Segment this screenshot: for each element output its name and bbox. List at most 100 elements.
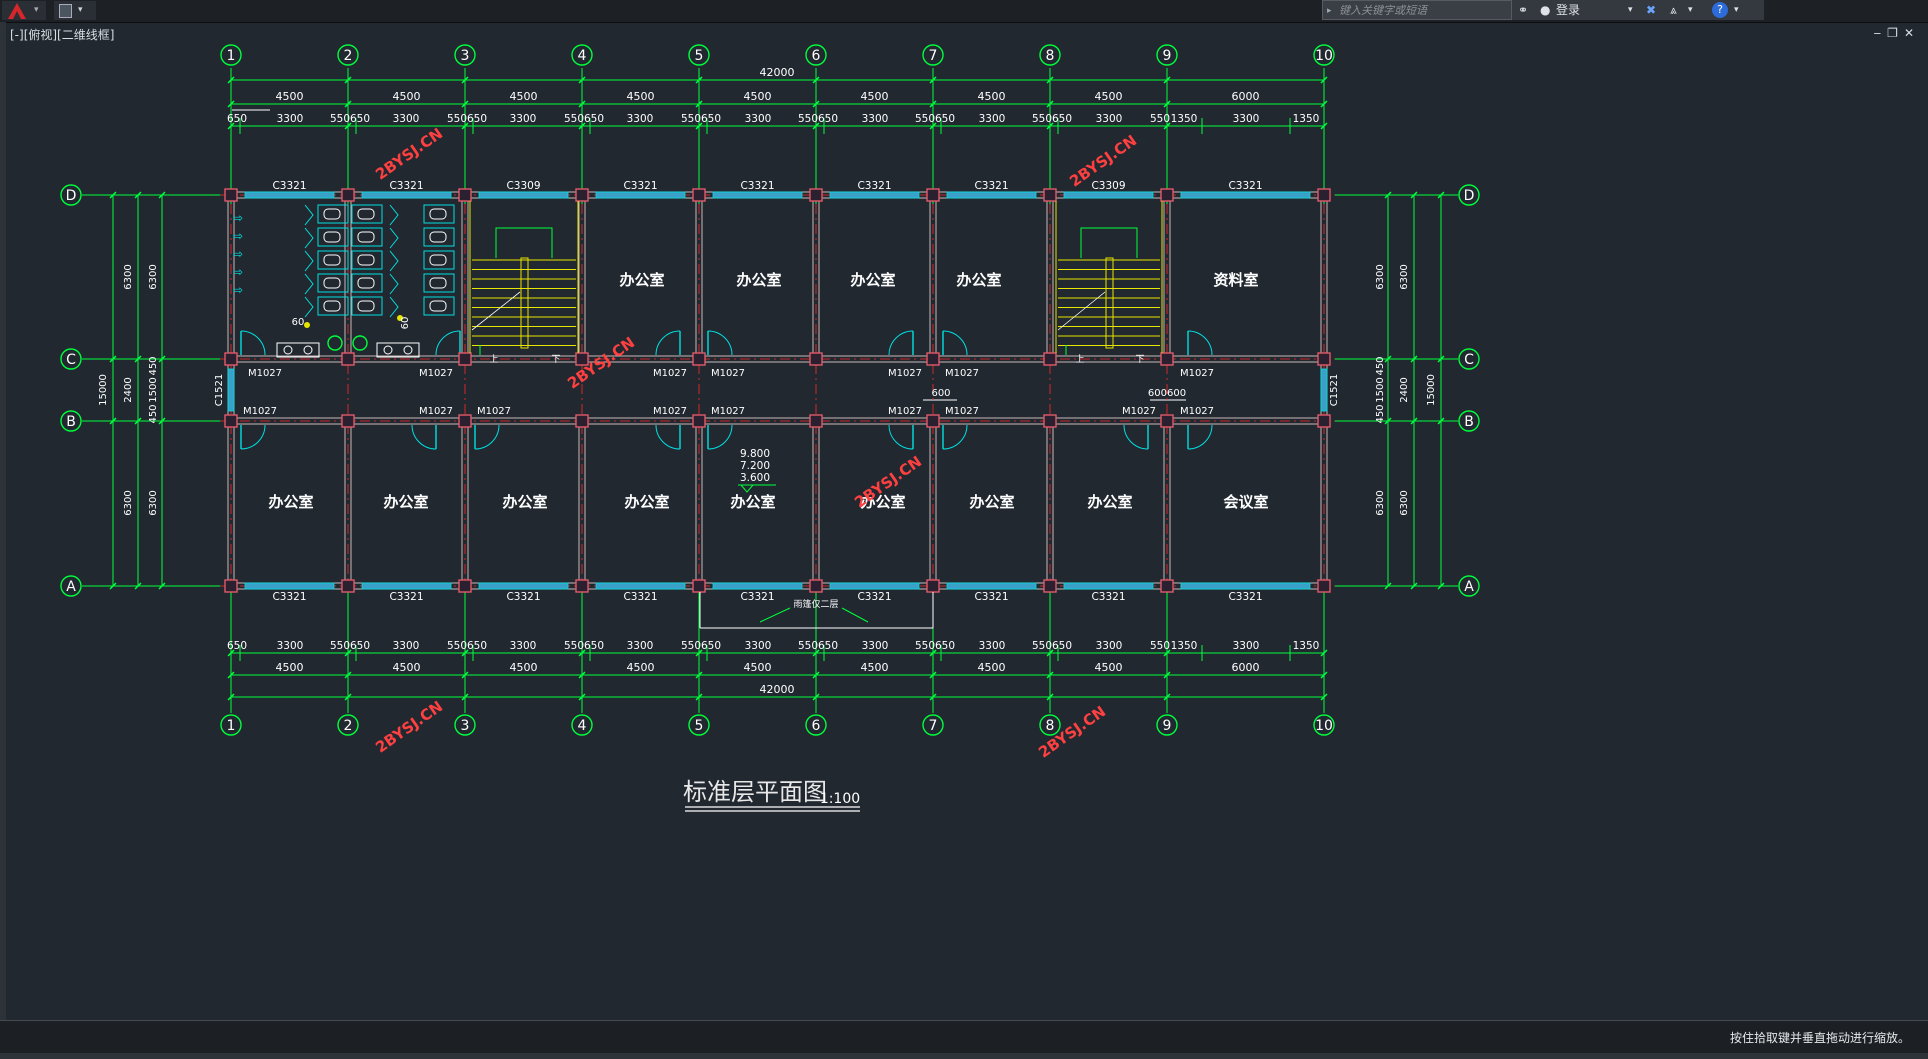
column (458, 352, 472, 366)
dim-detail: 3300 (745, 640, 772, 652)
dim-bay: 4500 (1095, 661, 1123, 674)
help-icon[interactable]: ? (1712, 2, 1728, 18)
column (692, 188, 706, 202)
partition (304, 250, 314, 272)
login-button[interactable]: 登录 (1556, 3, 1581, 17)
marker (304, 322, 310, 328)
axis-label: 6 (812, 48, 821, 64)
toilet-icon (429, 277, 447, 289)
user-icon[interactable]: ● (1540, 3, 1551, 17)
dim-mid: 6300 (1399, 264, 1410, 289)
door-tag: M1027 (711, 406, 745, 417)
column (224, 352, 238, 366)
dim-inner: 6300 (148, 264, 159, 289)
doors (240, 330, 1213, 450)
fixtures: ⇨⇨⇨⇨⇨ (233, 201, 1163, 812)
window-tag: C3321 (857, 180, 891, 192)
grid-lines (60, 44, 1480, 736)
window-tag: C3321 (272, 591, 306, 603)
window-tag: C1521 (214, 374, 225, 406)
exchange-icon[interactable]: ✖ (1646, 3, 1657, 17)
autocad-logo-icon (8, 3, 26, 19)
room-label: 办公室 (730, 493, 775, 511)
dim-detail: 3300 (277, 640, 304, 652)
room-label: 资料室 (1213, 271, 1258, 289)
column (1043, 352, 1057, 366)
axis-label: 10 (1315, 718, 1333, 734)
toilet-stall (351, 273, 383, 293)
axis-bubble-bottom (805, 714, 827, 736)
dim-inner: 450 (148, 404, 159, 423)
sink-counter (276, 342, 320, 358)
column (926, 579, 940, 593)
dim-inner: 6300 (1375, 490, 1386, 515)
column (575, 414, 589, 428)
dim-detail: 550650 (915, 640, 955, 652)
room-label: 办公室 (850, 271, 895, 289)
dim-detail: 550 (1150, 640, 1170, 652)
door-swing (942, 424, 968, 450)
column (1317, 579, 1331, 593)
column (1160, 188, 1174, 202)
dim-detail: 3300 (979, 113, 1006, 125)
axis-bubble-bottom (1156, 714, 1178, 736)
room-label: 办公室 (956, 271, 1001, 289)
axis-label: 4 (578, 48, 587, 64)
dim-detail: 1350 (1293, 113, 1320, 125)
column (692, 579, 706, 593)
axis-label: 2 (344, 718, 353, 734)
a360-icon[interactable]: ⩓ (1670, 3, 1677, 17)
drawing-window-controls[interactable]: ‒❐✕ (1874, 26, 1920, 40)
wc-dim: 60 (400, 317, 411, 330)
corridor-dim: 600600 (1148, 388, 1186, 399)
restore-button[interactable]: ❐ (1887, 26, 1904, 40)
column (1317, 352, 1331, 366)
dim-bay: 4500 (627, 661, 655, 674)
stair-down: 下 (551, 355, 560, 365)
toilet-stall (317, 296, 349, 316)
quick-access-toolbar[interactable]: ▾ (54, 1, 96, 20)
stair-up: 上 (489, 354, 498, 365)
dim-detail: 550650 (447, 640, 487, 652)
column (224, 414, 238, 428)
dim-bay: 4500 (861, 90, 889, 103)
column (926, 414, 940, 428)
mop-sink-icon (327, 335, 343, 351)
window-tag: C3321 (974, 591, 1008, 603)
column (458, 188, 472, 202)
axis-label: 3 (461, 48, 470, 64)
binoculars-icon[interactable]: ⚭ (1518, 3, 1529, 17)
window (595, 191, 686, 199)
column (1317, 188, 1331, 202)
quick-access-icon[interactable] (59, 4, 72, 18)
door-tag: M1027 (1180, 368, 1214, 379)
dim-detail: 550650 (564, 113, 604, 125)
column (1043, 414, 1057, 428)
axis-label: B (1464, 414, 1474, 430)
axis-label: 5 (695, 718, 704, 734)
toilet-stall (351, 227, 383, 247)
viewport-controls[interactable]: [-][俯视][二维线框] (10, 28, 115, 42)
stair-up: 上 (1075, 354, 1084, 365)
axis-bubble-bottom (337, 714, 359, 736)
axis-bubble-left (60, 575, 82, 597)
dim-detail: 3300 (862, 640, 889, 652)
window-tag: C3321 (1228, 180, 1262, 192)
dim-detail: 550650 (681, 113, 721, 125)
partition (389, 204, 399, 226)
column (341, 414, 355, 428)
window (1063, 191, 1154, 199)
minimize-button[interactable]: ‒ (1873, 26, 1888, 40)
dim-mid: 6300 (123, 490, 134, 515)
door-tag: M1027 (888, 406, 922, 417)
search-input[interactable]: ▸键入关键字或短语 (1322, 0, 1512, 20)
dim-bay: 4500 (861, 661, 889, 674)
dim-bay: 4500 (393, 661, 421, 674)
partition (389, 273, 399, 295)
corridor-dim: 600 (931, 388, 950, 399)
application-menu-button[interactable]: ▾ (2, 1, 46, 20)
toilet-icon (323, 277, 341, 289)
axis-bubble-left (60, 184, 82, 206)
close-button[interactable]: ✕ (1903, 26, 1920, 40)
